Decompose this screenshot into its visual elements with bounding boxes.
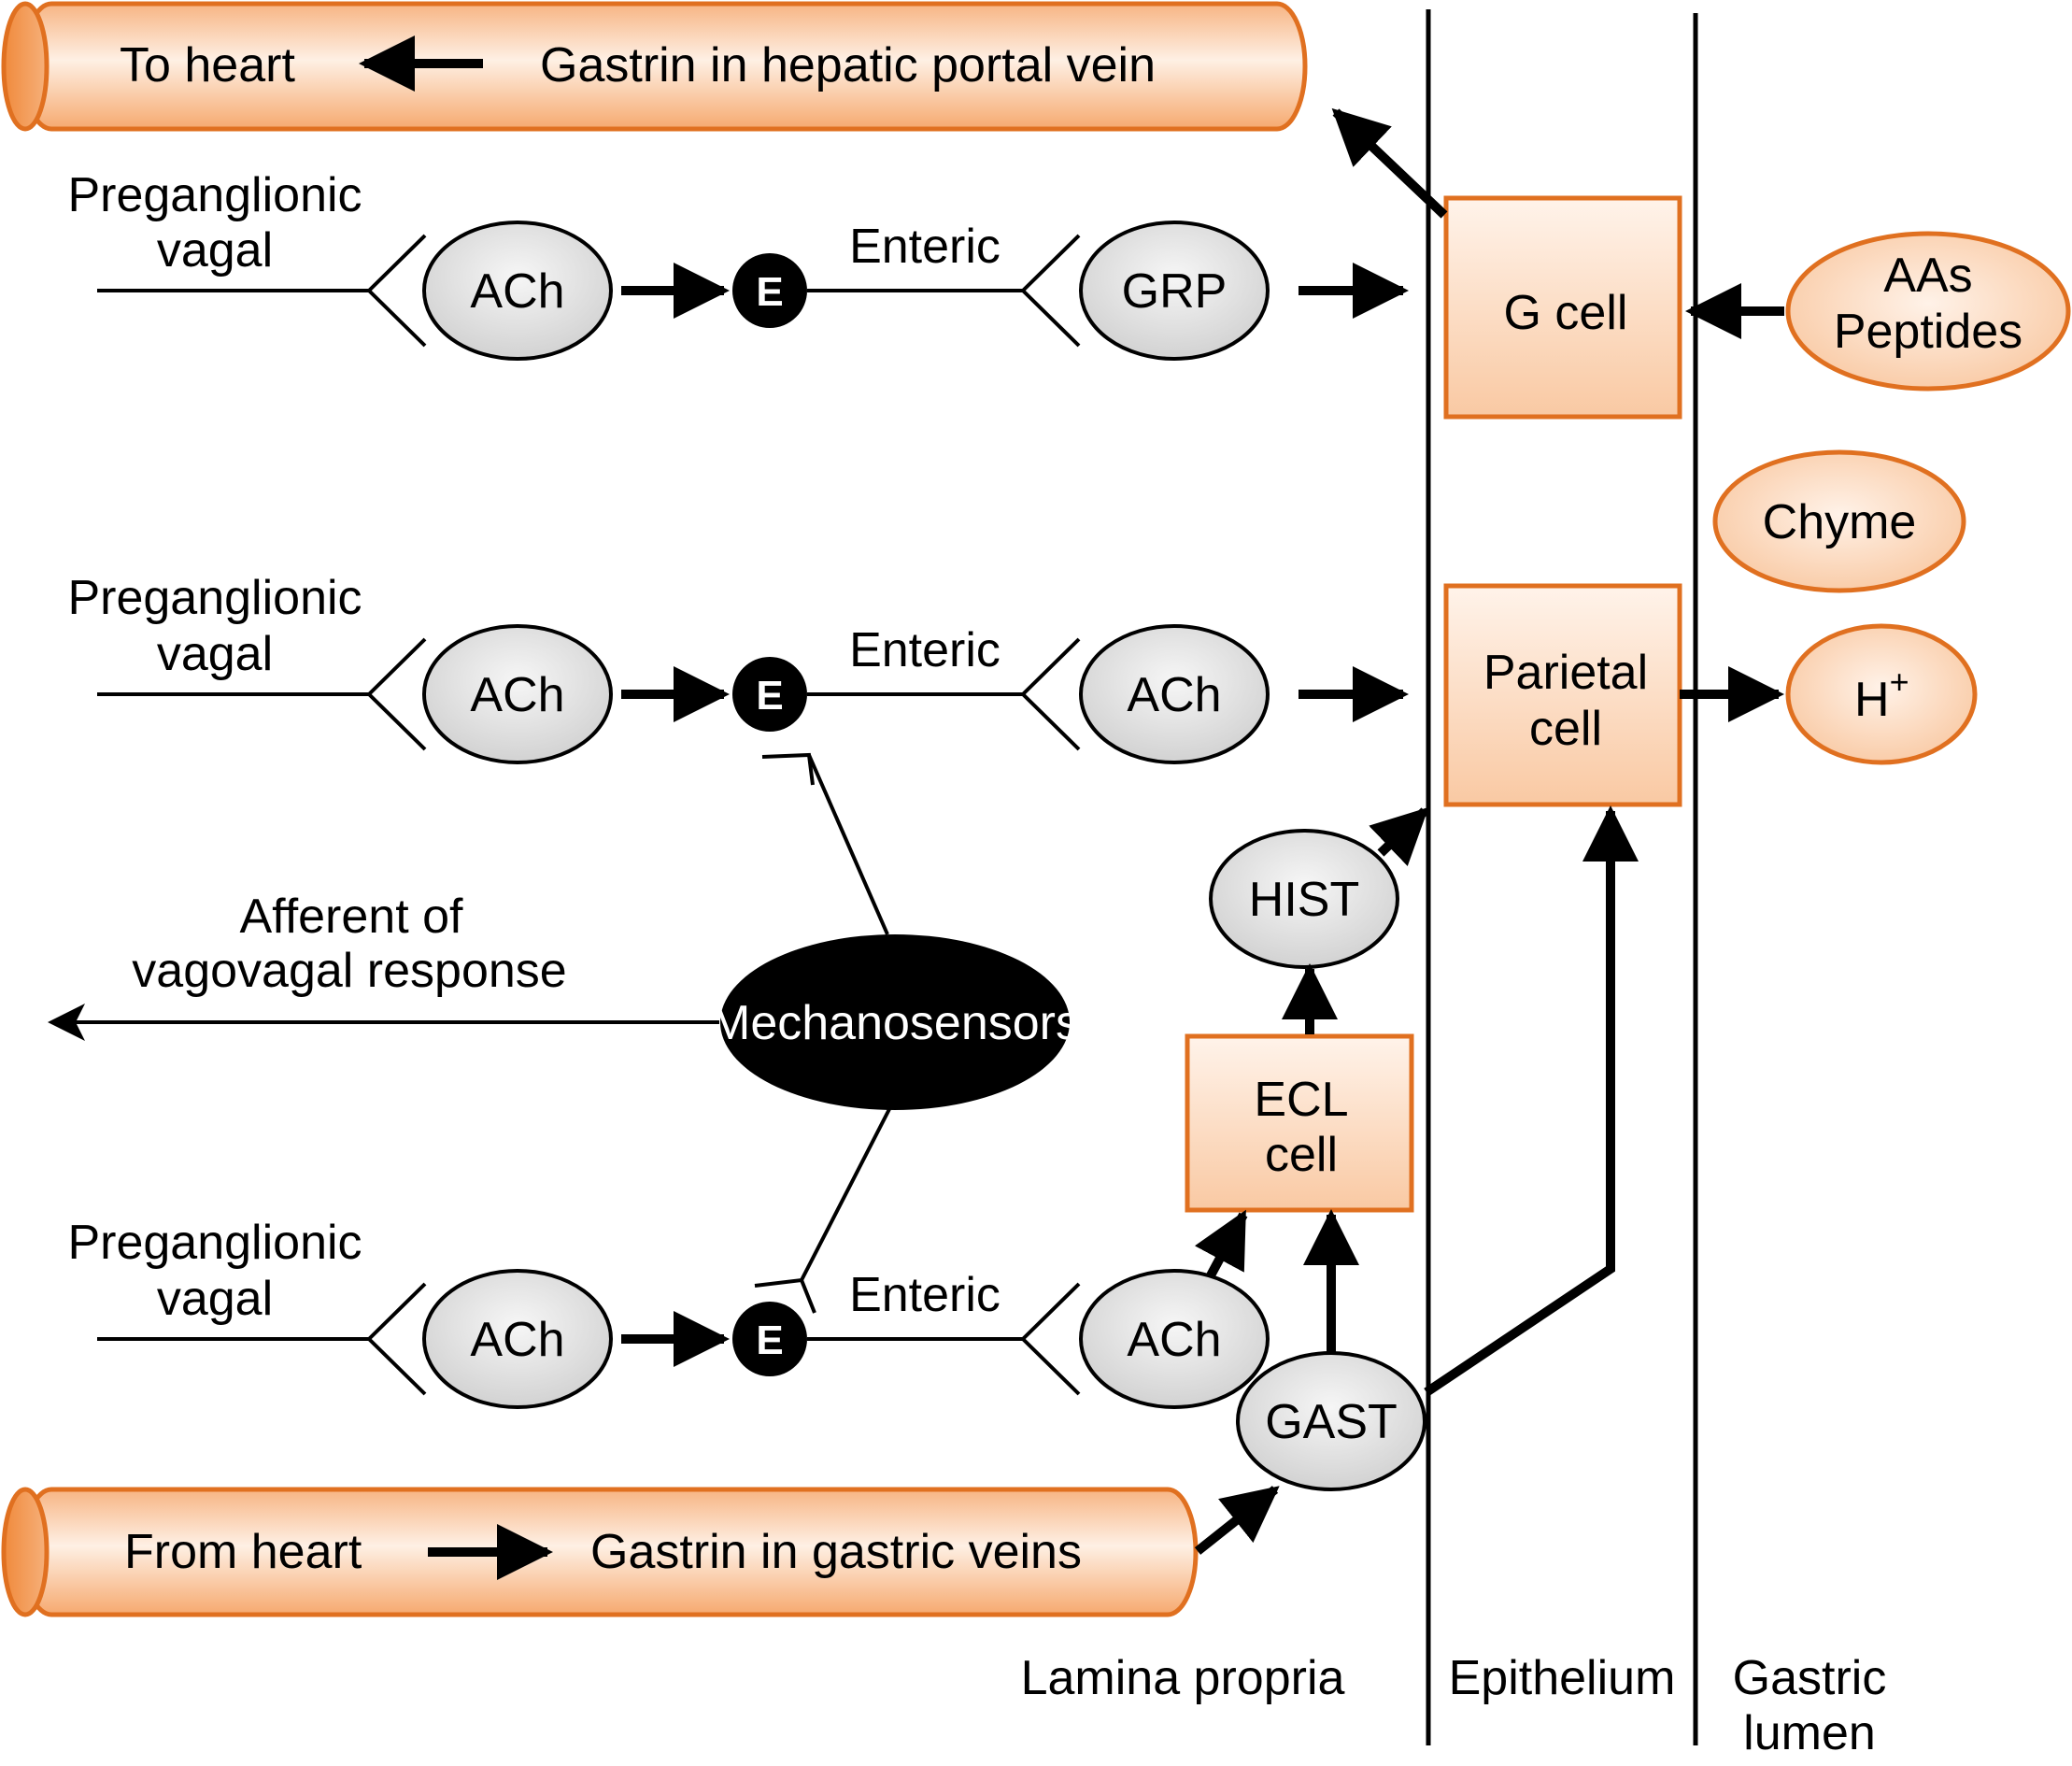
pathway-middle-enteric-node-label: E [756, 673, 783, 719]
g-cell: G cell [1443, 195, 1682, 420]
pathway-bottom-ach-oval-2 [1079, 1269, 1270, 1409]
mechanosensor-lower-terminal [754, 1277, 816, 1314]
pathway-middle-pre-label-1: Preganglionic [67, 571, 362, 625]
pathway-bottom-enteric-node [732, 1302, 807, 1376]
pathway-middle-enteric-label: Enteric [849, 623, 1001, 677]
epithelium-label: Epithelium [1449, 1651, 1676, 1705]
pathway-top-synapse-2 [1020, 234, 1081, 348]
mechanosensor-upper-terminal [761, 752, 815, 786]
pathway-middle-synapse-2 [1020, 637, 1081, 751]
vessel-top-cap [1, 1, 50, 132]
peptides-label: Peptides [1834, 305, 2022, 359]
pathway-bottom-enteric-label: Enteric [849, 1268, 1001, 1322]
pathway-top: Preganglionic vagal ACh E Enteric GRP [67, 168, 1409, 361]
h-plus-base: H [1854, 673, 1890, 727]
gastric-label-2: lumen [1743, 1706, 1876, 1760]
pathway-top-enteric-node [732, 253, 807, 328]
parietal-cell-box [1443, 583, 1682, 807]
gast-to-parietal-arrow [1424, 805, 1639, 1397]
lamina-propria-label: Lamina propria [1021, 1651, 1345, 1705]
gastric-label-1: Gastric [1733, 1651, 1887, 1705]
pathway-top-enteric-node-label: E [756, 269, 783, 315]
aas-peptides: AAs Peptides [1785, 231, 2071, 392]
vessel-bottom-cap [1, 1487, 50, 1617]
pathway-top-synapse-1 [366, 234, 427, 348]
pathway-middle: Preganglionic vagal ACh E Enteric ACh [67, 571, 1409, 764]
afferent-label-1: Afferent of [240, 890, 464, 944]
pathway-middle-ach-label-1: ACh [470, 668, 564, 722]
pathway-middle-pre-label-2: vagal [157, 627, 273, 681]
chyme-label: Chyme [1763, 495, 1917, 549]
pathway-top-enteric-label: Enteric [849, 220, 1001, 274]
pathway-bottom-ach-label-2: ACh [1127, 1313, 1221, 1367]
h-plus: H+ [1785, 623, 1978, 765]
hepatic-portal-vein: To heart Gastrin in hepatic portal vein [1, 1, 1308, 132]
gast-signal: GAST [1236, 1351, 1426, 1491]
parietal-cell-label-1: Parietal [1483, 646, 1648, 700]
gastric-veins: From heart Gastrin in gastric veins [1, 1487, 1199, 1617]
pathway-top-pre-label-1: Preganglionic [67, 168, 362, 222]
ecl-cell-label-2: cell [1265, 1128, 1338, 1182]
region-labels: Lamina propria Epithelium Gastric lumen [1021, 1651, 1887, 1760]
mechanosensors-label: Mechanosensors [710, 996, 1080, 1050]
afferent-label-2: vagovagal response [132, 944, 566, 998]
g-cell-box [1443, 195, 1682, 420]
chyme-oval [1712, 449, 1966, 593]
ach-to-ecl-arrow [1194, 1209, 1248, 1278]
parietal-cell-label-2: cell [1529, 702, 1602, 756]
pathway-bottom-synapse-2 [1020, 1282, 1081, 1396]
hist-to-parietal-arrow [1369, 806, 1429, 867]
mechanosensor-lower-fiber [800, 1108, 891, 1281]
pathway-middle-ach-oval-2 [1079, 624, 1270, 764]
gast-oval [1236, 1351, 1426, 1491]
mechanosensor-group: Mechanosensors Afferent of vagovagal res… [48, 752, 1080, 1314]
pathway-top-pre-label-2: vagal [157, 223, 273, 278]
aas-label: AAs [1883, 249, 1972, 303]
pathway-top-grp-label: GRP [1122, 264, 1228, 319]
mechanosensor-upper-fiber [807, 754, 889, 935]
pathway-top-grp-oval [1079, 221, 1270, 361]
mechanosensors-oval [720, 934, 1070, 1110]
g-cell-label: G cell [1504, 286, 1628, 340]
pathway-middle-synapse-1 [366, 637, 427, 751]
pathway-bottom-pre-label-1: Preganglionic [67, 1216, 362, 1270]
pathway-top-ach-oval [422, 221, 613, 361]
h-plus-superscript: + [1890, 662, 1909, 701]
pathway-middle-enteric-node [732, 657, 807, 732]
pathway-top-ach-label: ACh [470, 264, 564, 319]
gast-label: GAST [1265, 1395, 1398, 1449]
vessel-top-left-label: To heart [120, 38, 295, 93]
h-plus-label: H+ [1854, 662, 1909, 727]
vessel-bottom-right-label: Gastrin in gastric veins [590, 1525, 1082, 1579]
vessel-top-right-label: Gastrin in hepatic portal vein [540, 38, 1156, 93]
parietal-cell: Parietal cell [1443, 583, 1682, 807]
g-cell-to-portal-vein-arrow [1331, 107, 1448, 219]
hist-signal: HIST [1209, 829, 1399, 969]
pathway-bottom-ach-oval-1 [422, 1269, 613, 1409]
vessel-bottom-left-label: From heart [124, 1525, 362, 1579]
chyme: Chyme [1712, 449, 1966, 593]
ecl-cell: ECL cell [1185, 1033, 1414, 1213]
hist-label: HIST [1249, 873, 1359, 927]
pathway-bottom-pre-label-2: vagal [157, 1272, 273, 1326]
h-plus-oval [1785, 623, 1978, 765]
pathway-bottom-enteric-node-label: E [756, 1317, 783, 1363]
pathway-bottom-synapse-1 [366, 1282, 427, 1396]
ecl-cell-box [1185, 1033, 1414, 1213]
pathway-bottom: Preganglionic vagal ACh E Enteric ACh [67, 1216, 1270, 1409]
pathway-bottom-ach-label-1: ACh [470, 1313, 564, 1367]
ecl-cell-label-1: ECL [1254, 1073, 1348, 1127]
aas-peptides-oval [1785, 231, 2071, 392]
vessel-to-gast-arrow [1194, 1486, 1280, 1555]
pathway-middle-ach-label-2: ACh [1127, 668, 1221, 722]
pathway-middle-ach-oval-1 [422, 624, 613, 764]
